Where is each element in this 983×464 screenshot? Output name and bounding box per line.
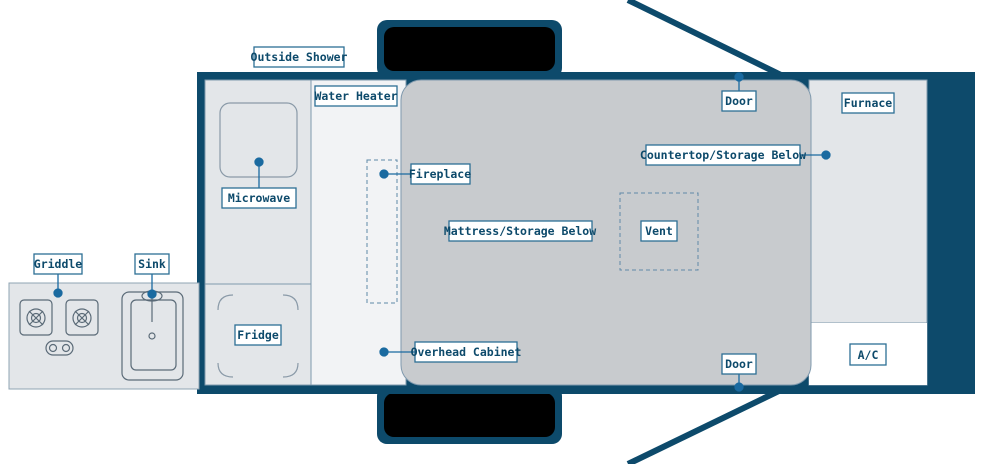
vent-outline (619, 192, 699, 271)
bottom-door-swing-line (626, 385, 787, 464)
label-furnace: Furnace (841, 92, 895, 114)
label-fridge: Fridge (234, 324, 282, 346)
overhead-cabinet-text: Overhead Cabinet (411, 345, 522, 359)
label-griddle: Griddle (33, 253, 83, 275)
countertop-marker (821, 150, 831, 160)
fireplace-outline (366, 159, 398, 304)
griddle-marker (53, 288, 63, 298)
top-door-marker (734, 72, 744, 82)
fireplace-text: Fireplace (409, 167, 471, 181)
vent-text: Vent (645, 224, 673, 238)
outside-shower-text: Outside Shower (251, 50, 348, 64)
countertop-text: Countertop/Storage Below (640, 148, 806, 162)
fireplace-marker (379, 169, 389, 179)
griddle-burners (19, 299, 99, 356)
label-countertop: Countertop/Storage Below (640, 144, 806, 166)
griddle-text: Griddle (34, 257, 83, 271)
label-fireplace: Fireplace (409, 163, 471, 185)
microwave-text: Microwave (228, 191, 290, 205)
label-water-heater: Water Heater (314, 85, 398, 107)
label-door-bottom: Door (721, 353, 757, 375)
label-sink: Sink (134, 253, 170, 275)
label-mattress: Mattress/Storage Below (444, 220, 596, 242)
label-vent: Vent (640, 220, 678, 242)
top-door-swing-line (626, 0, 787, 80)
door-top-text: Door (725, 94, 753, 108)
door-bottom-text: Door (725, 357, 753, 371)
label-outside-shower: Outside Shower (251, 46, 348, 68)
sink-marker (147, 289, 157, 299)
label-door-top: Door (721, 90, 757, 112)
label-microwave: Microwave (221, 187, 297, 209)
mattress-text: Mattress/Storage Below (444, 224, 596, 238)
label-overhead-cabinet: Overhead Cabinet (411, 341, 522, 363)
water-heater-text: Water Heater (314, 89, 397, 103)
ac-text: A/C (858, 348, 879, 362)
label-ac: A/C (849, 343, 887, 366)
fridge-outline (217, 294, 299, 378)
water-heater-column (310, 79, 407, 386)
fridge-text: Fridge (237, 328, 279, 342)
microwave-marker (254, 157, 264, 167)
bottom-door-marker (734, 382, 744, 392)
outdoor-kitchen-panel (8, 282, 200, 390)
overhead-cabinet-marker (379, 347, 389, 357)
sink-text: Sink (138, 257, 166, 271)
furnace-text: Furnace (844, 96, 893, 110)
